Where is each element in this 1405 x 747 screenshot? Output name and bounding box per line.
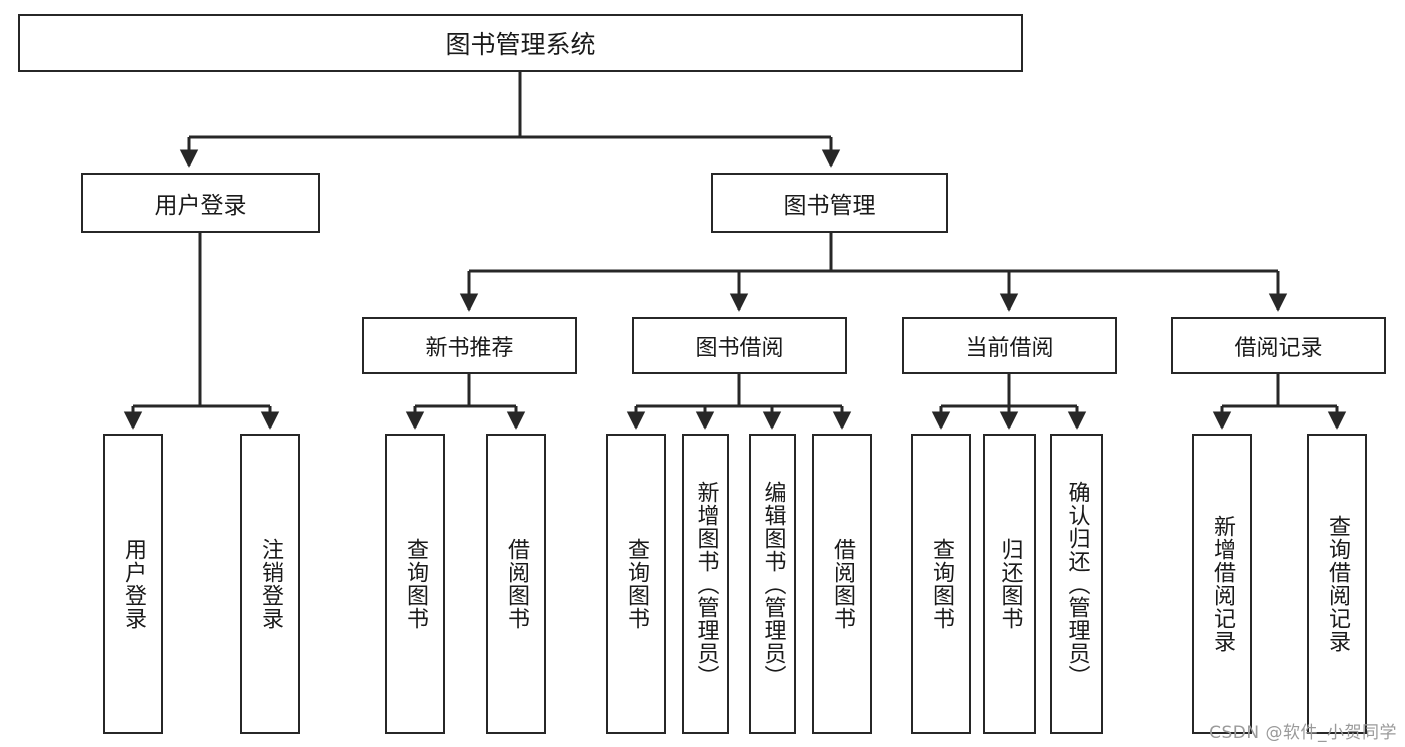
leaf-user-login-logout-label: 注销登录 — [257, 538, 283, 630]
leaf-book-borrow-edit-label: 编辑图书（管理员） — [760, 480, 786, 688]
leaf-borrow-record-add-label: 新增借阅记录 — [1209, 515, 1235, 653]
node-new-book-recommend[interactable]: 新书推荐 — [362, 317, 577, 374]
leaf-current-borrow-confirm[interactable]: 确认归还（管理员） — [1050, 434, 1103, 734]
leaf-current-borrow-confirm-label: 确认归还（管理员） — [1064, 480, 1090, 688]
watermark: CSDN @软件_小贺同学 — [1209, 723, 1397, 743]
leaf-user-login-login[interactable]: 用户登录 — [103, 434, 163, 734]
leaf-borrow-record-query[interactable]: 查询借阅记录 — [1307, 434, 1367, 734]
node-new-book-recommend-label: 新书推荐 — [425, 335, 514, 361]
leaf-new-book-borrow[interactable]: 借阅图书 — [486, 434, 546, 734]
node-book-manage[interactable]: 图书管理 — [711, 173, 948, 233]
leaf-book-borrow-add-label: 新增图书（管理员） — [693, 480, 719, 688]
leaf-book-borrow-query-label: 查询图书 — [623, 538, 649, 630]
node-book-borrow-label: 图书借阅 — [695, 335, 784, 361]
leaf-book-borrow-borrow[interactable]: 借阅图书 — [812, 434, 872, 734]
leaf-user-login-login-label: 用户登录 — [120, 538, 146, 630]
node-book-manage-label: 图书管理 — [783, 193, 876, 219]
leaf-current-borrow-return-label: 归还图书 — [997, 538, 1023, 630]
leaf-book-borrow-query[interactable]: 查询图书 — [606, 434, 666, 734]
leaf-book-borrow-borrow-label: 借阅图书 — [829, 538, 855, 630]
node-borrow-record[interactable]: 借阅记录 — [1171, 317, 1386, 374]
node-borrow-record-label: 借阅记录 — [1234, 335, 1323, 361]
node-book-borrow[interactable]: 图书借阅 — [632, 317, 847, 374]
node-root-system-label: 图书管理系统 — [445, 30, 596, 59]
leaf-book-borrow-edit[interactable]: 编辑图书（管理员） — [749, 434, 796, 734]
node-current-borrow-label: 当前借阅 — [965, 335, 1054, 361]
node-user-login-label: 用户登录 — [154, 193, 247, 219]
leaf-borrow-record-query-label: 查询借阅记录 — [1324, 515, 1350, 653]
leaf-new-book-borrow-label: 借阅图书 — [503, 538, 529, 630]
leaf-book-borrow-add[interactable]: 新增图书（管理员） — [682, 434, 729, 734]
leaf-current-borrow-return[interactable]: 归还图书 — [983, 434, 1036, 734]
leaf-new-book-query-label: 查询图书 — [402, 538, 428, 630]
leaf-user-login-logout[interactable]: 注销登录 — [240, 434, 300, 734]
leaf-borrow-record-add[interactable]: 新增借阅记录 — [1192, 434, 1252, 734]
leaf-new-book-query[interactable]: 查询图书 — [385, 434, 445, 734]
node-current-borrow[interactable]: 当前借阅 — [902, 317, 1117, 374]
leaf-current-borrow-query-label: 查询图书 — [928, 538, 954, 630]
node-user-login[interactable]: 用户登录 — [81, 173, 320, 233]
leaf-current-borrow-query[interactable]: 查询图书 — [911, 434, 971, 734]
node-root-system[interactable]: 图书管理系统 — [18, 14, 1023, 72]
